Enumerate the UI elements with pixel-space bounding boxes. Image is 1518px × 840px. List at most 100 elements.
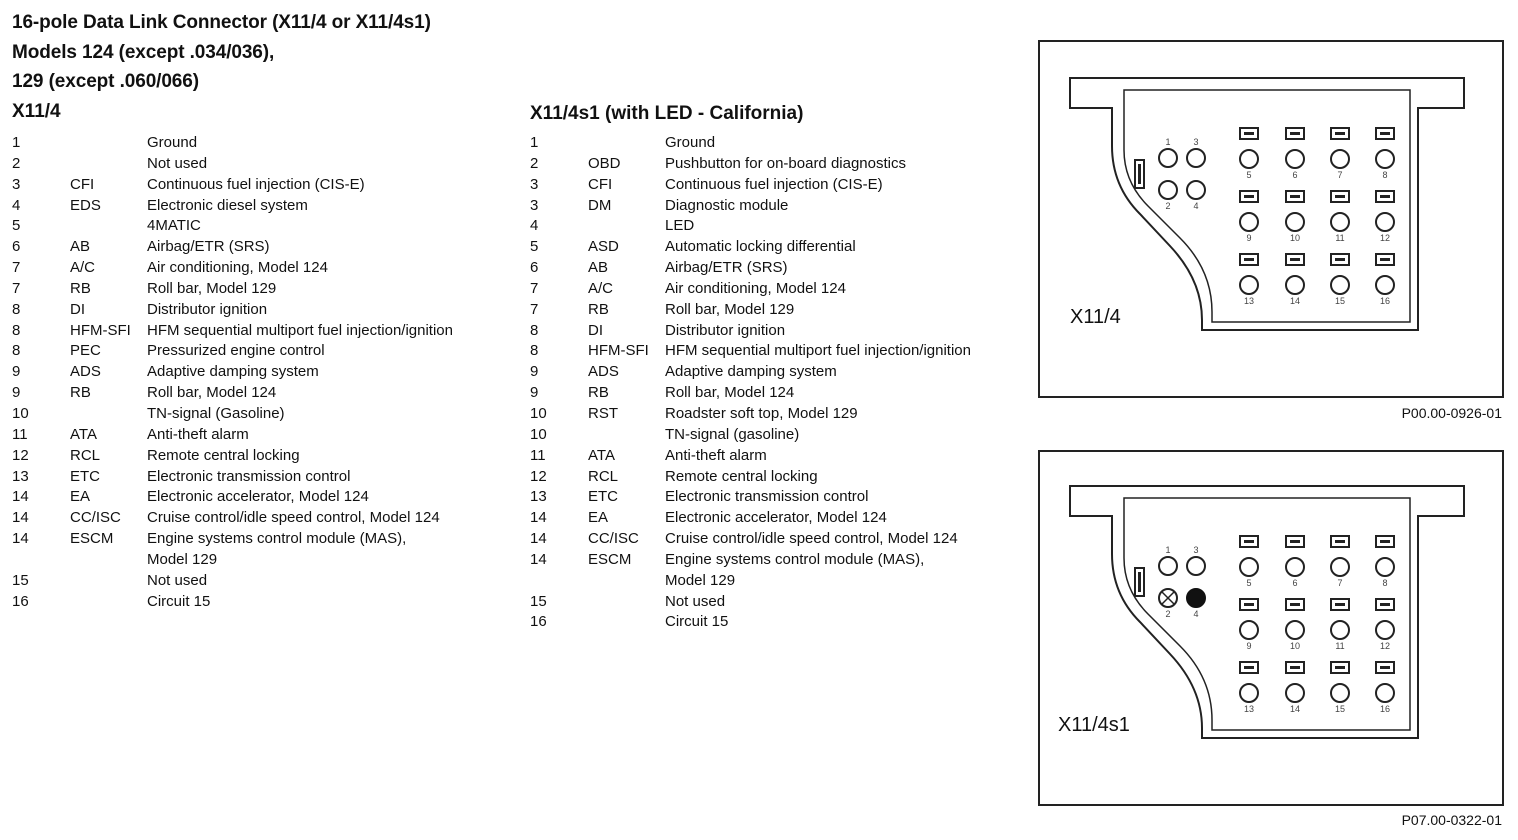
pin-row: Model 129	[530, 571, 1020, 592]
pin-latch-mark	[1335, 258, 1345, 261]
pin-number-label: 16	[1380, 296, 1390, 306]
pin-latch-mark	[1244, 132, 1254, 135]
pin-description: Airbag/ETR (SRS)	[665, 259, 788, 277]
pin-latch-mark	[1244, 258, 1254, 261]
pin-number: 14	[530, 530, 547, 548]
pin-abbreviation: A/C	[70, 259, 96, 277]
pin-number: 15	[12, 571, 29, 589]
pin-number: 14	[12, 488, 29, 506]
pin-11	[1330, 620, 1350, 640]
pin-description: Adaptive damping system	[147, 363, 319, 381]
pin-1	[1158, 148, 1178, 168]
pin-9	[1239, 212, 1259, 232]
pin-15	[1330, 275, 1350, 295]
pin-latch-mark	[1380, 666, 1390, 669]
pin-description: Anti-theft alarm	[147, 425, 249, 443]
pin-description: 4MATIC	[147, 217, 201, 235]
pin-latch-mark	[1244, 195, 1254, 198]
pin-number-label: 12	[1380, 641, 1390, 651]
pin-description: Engine systems control module (MAS),	[665, 550, 925, 568]
pin-latch-mark	[1244, 540, 1254, 543]
pin-number-label: 7	[1337, 170, 1342, 180]
pin-number-label: 10	[1290, 641, 1300, 651]
pin-number-label: 9	[1246, 233, 1251, 243]
pin-description: Ground	[147, 134, 198, 151]
pin-14	[1285, 683, 1305, 703]
pin-abbreviation: DI	[70, 300, 85, 318]
pin-latch-mark	[1380, 258, 1390, 261]
pin-number: 1	[12, 134, 21, 151]
pin-abbreviation: RB	[70, 279, 91, 297]
pin-description: HFM sequential multiport fuel injection/…	[147, 321, 453, 339]
pin-15	[1330, 683, 1350, 703]
pin-latch-mark	[1335, 132, 1345, 135]
pin-number: 6	[12, 238, 21, 256]
pin-row: 1 Ground	[12, 133, 512, 154]
pin-number-label: 5	[1246, 170, 1251, 180]
pin-number: 3	[530, 196, 539, 214]
pin-abbreviation: ESCM	[588, 550, 632, 568]
pin-row: Model 129	[12, 550, 512, 571]
pin-description: Circuit 15	[147, 592, 211, 610]
pin-description: Diagnostic module	[665, 196, 789, 214]
pin-description: Distributor ignition	[665, 321, 786, 339]
connector-label-x11-4: X11/4	[1070, 306, 1121, 328]
pin-description: Circuit 15	[665, 613, 729, 631]
pin-abbreviation: ADS	[70, 363, 101, 381]
pin-abbreviation: ATA	[70, 425, 97, 443]
key-slot-mark	[1138, 572, 1141, 592]
pin-description: Electronic accelerator, Model 124	[147, 488, 369, 506]
pin-number-label: 14	[1290, 296, 1300, 306]
pin-abbreviation: AB	[588, 259, 609, 277]
pin-number: 9	[12, 363, 21, 381]
pin-latch-mark	[1290, 603, 1300, 606]
pin-description: Model 129	[665, 571, 736, 589]
pin-11	[1330, 212, 1350, 232]
pin-number: 10	[12, 404, 29, 422]
pin-number: 11	[12, 425, 28, 443]
pin-number: 7	[530, 300, 539, 318]
pin-3	[1186, 556, 1206, 576]
pin-number: 5	[12, 217, 21, 235]
pin-number-label: 15	[1335, 704, 1345, 714]
pin-number-label: 2	[1165, 609, 1170, 619]
pin-abbreviation: EA	[70, 488, 91, 506]
pin-number: 8	[530, 321, 539, 339]
pin-10	[1285, 212, 1305, 232]
pin-number-label: 16	[1380, 704, 1390, 714]
pin-number-label: 11	[1335, 641, 1344, 651]
pin-16	[1375, 683, 1395, 703]
pin-number: 3	[530, 175, 539, 193]
pin-number: 9	[530, 384, 539, 402]
pin-abbreviation: RB	[588, 300, 609, 318]
pin-number: 7	[12, 259, 21, 277]
pin-description: Roll bar, Model 129	[147, 279, 277, 297]
pin-cross	[1161, 591, 1175, 605]
pin-number: 14	[530, 550, 547, 568]
pin-description: Air conditioning, Model 124	[665, 279, 846, 297]
pin-abbreviation: PEC	[70, 342, 101, 360]
pin-description: LED	[665, 217, 695, 235]
pin-abbreviation: HFM-SFI	[70, 321, 131, 339]
pin-description: Air conditioning, Model 124	[147, 259, 328, 277]
pin-13	[1239, 683, 1259, 703]
pin-description: Engine systems control module (MAS),	[147, 530, 407, 548]
pin-abbreviation: AB	[70, 238, 91, 256]
